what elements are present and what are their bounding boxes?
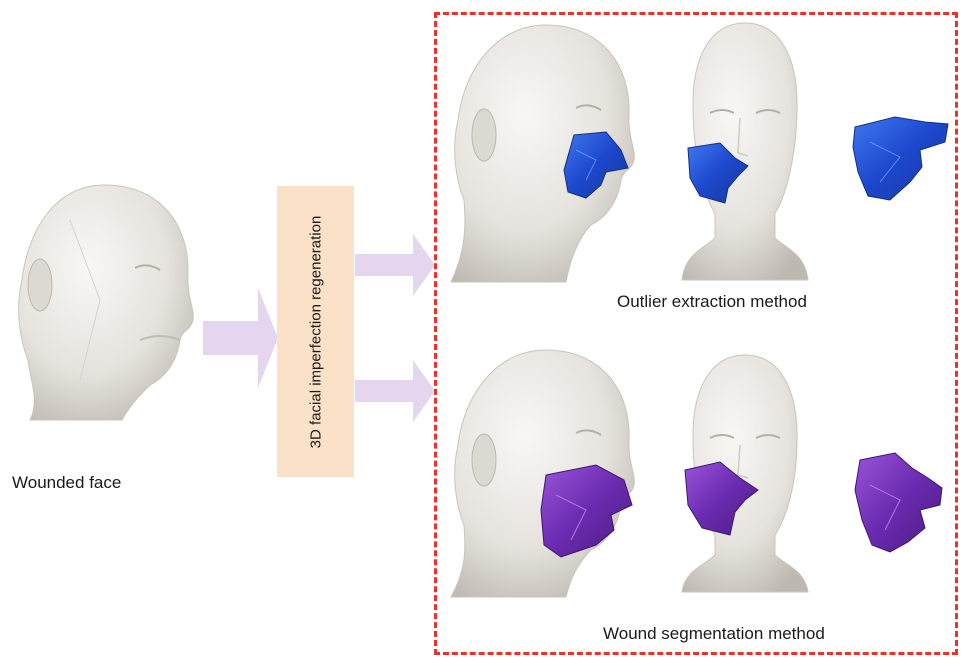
outlier-front-view xyxy=(680,18,810,283)
segmentation-side-view xyxy=(446,345,641,600)
input-arrow xyxy=(203,288,278,388)
outlier-method-caption: Outlier extraction method xyxy=(617,292,807,312)
process-box: 3D facial imperfection regeneration xyxy=(277,186,354,477)
process-label: 3D facial imperfection regeneration xyxy=(307,215,324,448)
outlier-side-view xyxy=(446,20,641,285)
segmentation-method-caption: Wound segmentation method xyxy=(603,624,825,644)
output-arrow-top xyxy=(355,234,435,296)
segmentation-extracted-patch xyxy=(850,450,945,555)
segmentation-front-view xyxy=(680,350,810,595)
wounded-face-caption: Wounded face xyxy=(12,473,121,493)
outlier-extracted-patch xyxy=(850,112,950,204)
wounded-face-image xyxy=(10,180,195,430)
output-arrow-bottom xyxy=(355,360,435,422)
